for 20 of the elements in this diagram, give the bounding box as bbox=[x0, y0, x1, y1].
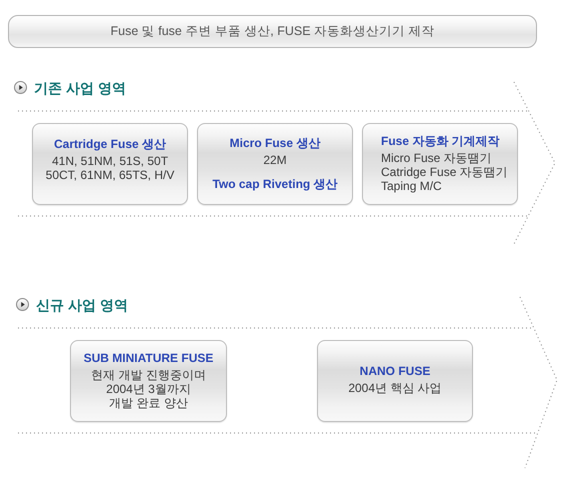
box-text: 41N, 51NM, 51S, 50T 50CT, 61NM, 65TS, H/V bbox=[46, 154, 174, 182]
section-heading: 신규 사업 영역 bbox=[36, 297, 128, 313]
box-title: Cartridge Fuse 생산 bbox=[54, 136, 166, 152]
info-box bbox=[32, 123, 188, 205]
box-title: Micro Fuse 생산 bbox=[230, 134, 320, 150]
info-box bbox=[197, 123, 353, 205]
box-title: NANO FUSE bbox=[360, 363, 430, 379]
info-box bbox=[362, 123, 518, 205]
box-text: 2004년 핵심 사업 bbox=[348, 381, 442, 395]
box-text: 22M bbox=[263, 152, 287, 166]
info-box bbox=[70, 340, 227, 422]
section-heading: 기존 사업 영역 bbox=[34, 80, 126, 96]
box-text: 현재 개발 진행중이며 2004년 3월까지 개발 완료 양산 bbox=[91, 368, 206, 410]
box-text: Micro Fuse 자동땜기 Catridge Fuse 자동땜기 Taping M/C bbox=[381, 151, 508, 193]
box-title: Fuse 자동화 기계제작 bbox=[381, 133, 500, 149]
info-box bbox=[317, 340, 473, 422]
box-title: Two cap Riveting 생산 bbox=[212, 176, 338, 192]
banner-text: Fuse 및 fuse 주변 부품 생산, FUSE 자동화생산기기 제작 bbox=[110, 23, 434, 40]
title-banner bbox=[8, 15, 537, 48]
box-title: SUB MINIATURE FUSE bbox=[84, 350, 214, 366]
